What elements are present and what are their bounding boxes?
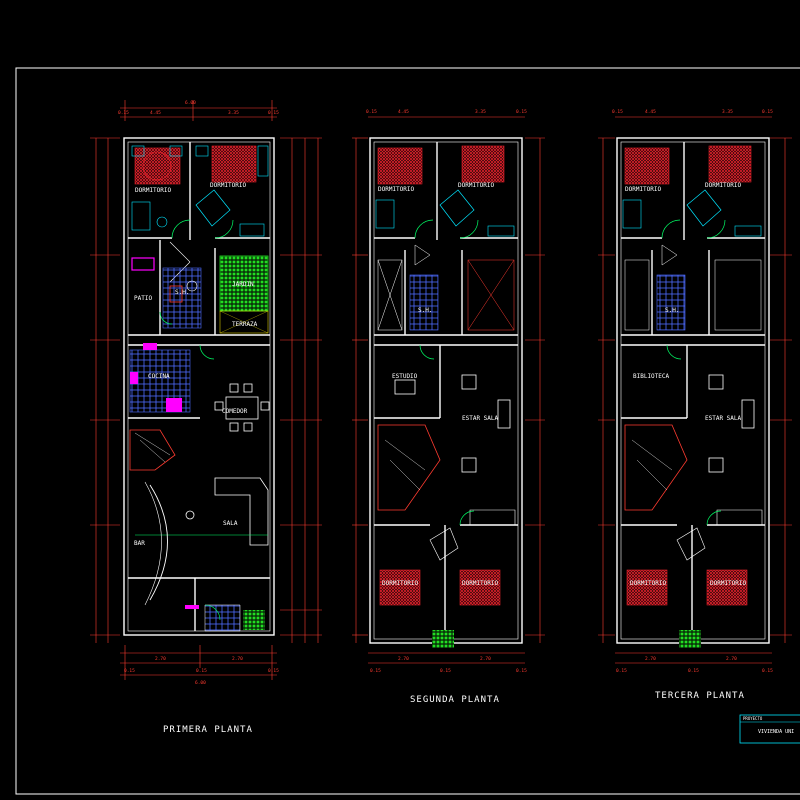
room-label-dormitorio: DORMITORIO (625, 186, 662, 193)
bottom-total-dim: 6.00 (195, 680, 206, 686)
bottom-dim-4: 2.70 (232, 656, 243, 662)
room-label-sh: S.H. (175, 289, 189, 296)
top-dim-2: 4.45 (645, 109, 656, 115)
room-label-sala: SALA (223, 520, 238, 527)
room-label-cocina: COCINA (148, 373, 170, 380)
top-dim-4: 0.15 (516, 109, 527, 115)
sala-sofa (135, 477, 269, 546)
room-label-estar-sala: ESTAR SALA (462, 415, 499, 422)
overall-width-dim: 6.00 (185, 100, 196, 106)
room-label-sh: S.H. (665, 307, 679, 314)
estudio-desk (394, 379, 416, 395)
room-label-dormitorio: DORMITORIO (135, 187, 172, 194)
title-block-header: PROYECTO (743, 716, 763, 721)
room-label-estar-sala: ESTAR SALA (705, 415, 742, 422)
top-dim-3: 3.35 (475, 109, 486, 115)
room-label-dormitorio: DORMITORIO (378, 186, 415, 193)
stair-primera (129, 429, 176, 471)
stair-segunda (377, 424, 441, 511)
room-label-dormitorio: DORMITORIO (210, 182, 247, 189)
closets (676, 509, 763, 561)
floor-plan-tercera: 0.15 4.45 3.35 0.15 0.15 2.70 0.15 2.70 … (598, 109, 792, 701)
room-label-dormitorio: DORMITORIO (382, 580, 419, 587)
plan-title-segunda: SEGUNDA PLANTA (410, 695, 500, 705)
walls (123, 137, 275, 636)
doors (159, 219, 234, 360)
room-label-biblioteca: BIBLIOTECA (633, 373, 670, 380)
sh-tiles (409, 274, 439, 331)
room-label-dormitorio: DORMITORIO (705, 182, 742, 189)
sheet-border (15, 67, 800, 795)
room-label-bar: BAR (134, 540, 145, 547)
top-dim-3: 3.35 (722, 109, 733, 115)
dimension-lines (598, 116, 792, 664)
voids (624, 244, 762, 331)
bottom-dim-1: 0.15 (616, 668, 627, 674)
top-dim-4: 0.15 (268, 110, 279, 116)
title-block-project: VIVIENDA UNI (758, 729, 794, 735)
top-dim-1: 0.15 (612, 109, 623, 115)
cocina-furniture (129, 343, 191, 413)
bottom-dim-4: 2.70 (480, 656, 491, 662)
balcony-planter (432, 630, 454, 648)
sh-bathroom (162, 267, 202, 329)
top-dim-1: 0.15 (118, 110, 129, 116)
top-dim-4: 0.15 (762, 109, 773, 115)
doors (414, 219, 479, 526)
dormitorio-a-furniture (131, 145, 183, 231)
doors (661, 219, 726, 526)
room-label-dormitorio: DORMITORIO (630, 580, 667, 587)
voids (377, 244, 515, 331)
bottom-dim-1: 0.15 (370, 668, 381, 674)
plan-title-primera: PRIMERA PLANTA (163, 725, 253, 735)
room-label-comedor: COMEDOR (222, 408, 248, 415)
bottom-dim-1: 0.15 (124, 668, 135, 674)
bar-counter (144, 481, 168, 606)
comedor-table (214, 383, 270, 432)
top-dim-2: 4.45 (398, 109, 409, 115)
bottom-dim-5: 0.15 (268, 668, 279, 674)
top-dim-1: 0.15 (366, 109, 377, 115)
bottom-dim-2: 2.70 (398, 656, 409, 662)
room-label-terraza: TERRAZA (232, 321, 258, 328)
top-dim-3: 3.35 (228, 110, 239, 116)
estar-furniture (708, 374, 755, 473)
sh-tiles (656, 274, 686, 331)
walls (369, 137, 523, 644)
stair-tercera (624, 424, 688, 511)
dimension-lines (90, 100, 322, 680)
floor-plan-segunda: 0.15 4.45 3.35 0.15 0.15 2.70 0.15 2.70 … (352, 109, 545, 705)
entrance-garden (185, 604, 265, 632)
plan-title-tercera: TERCERA PLANTA (655, 691, 745, 701)
bottom-dim-4: 2.70 (726, 656, 737, 662)
bottom-dim-5: 0.15 (516, 668, 527, 674)
floor-plan-primera: 6.00 0.15 4.45 3.35 0.15 0.15 2.70 0.15 … (90, 100, 322, 735)
bottom-dim-3: 0.15 (440, 668, 451, 674)
estar-furniture (461, 374, 511, 473)
bottom-dim-3: 0.15 (196, 668, 207, 674)
room-label-estudio: ESTUDIO (392, 373, 418, 380)
top-dim-2: 4.45 (150, 110, 161, 116)
bottom-dim-2: 2.70 (155, 656, 166, 662)
room-label-dormitorio: DORMITORIO (710, 580, 747, 587)
room-label-sh: S.H. (418, 307, 432, 314)
dormitorio-b-furniture (195, 145, 269, 237)
title-block: PROYECTO VIVIENDA UNI (739, 714, 800, 744)
room-label-dormitorio: DORMITORIO (458, 182, 495, 189)
dormitorio-furniture (375, 145, 515, 606)
bottom-dim-5: 0.15 (762, 668, 773, 674)
walls (616, 137, 770, 644)
dimension-lines (352, 116, 545, 664)
room-label-dormitorio: DORMITORIO (462, 580, 499, 587)
dormitorio-furniture (622, 145, 762, 606)
balcony-planter (679, 630, 701, 648)
room-label-patio: PATIO (134, 295, 152, 302)
bottom-dim-2: 2.70 (645, 656, 656, 662)
room-label-jardin: JARDIN (232, 281, 254, 288)
jardin-garden (219, 255, 269, 334)
closets (429, 509, 516, 561)
bottom-dim-3: 0.15 (688, 668, 699, 674)
